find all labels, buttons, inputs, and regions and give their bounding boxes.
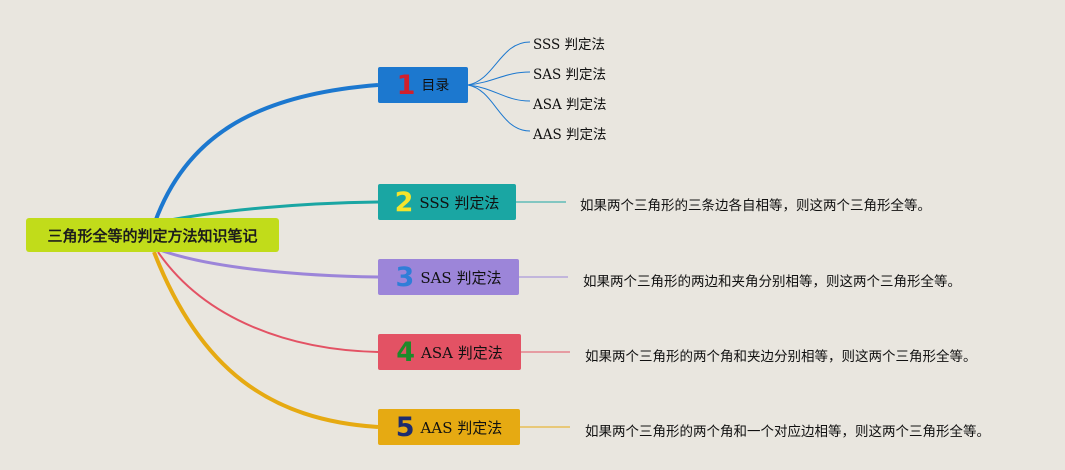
- number-4-badge: 4: [396, 336, 416, 368]
- branch-label: SSS 判定法: [419, 193, 500, 212]
- desc-asa[interactable]: 如果两个三角形的两个角和夹边分别相等，则这两个三角形全等。: [585, 349, 977, 365]
- branch-node-sss[interactable]: 2 SSS 判定法: [378, 184, 516, 220]
- root-title: 三角形全等的判定方法知识笔记: [47, 226, 258, 245]
- toc-item-aas[interactable]: AAS 判定法: [533, 127, 607, 143]
- branch-node-asa[interactable]: 4 ASA 判定法: [378, 334, 521, 370]
- toc-item-asa[interactable]: ASA 判定法: [533, 97, 607, 113]
- branch-node-aas[interactable]: 5 AAS 判定法: [378, 409, 520, 445]
- connector-branch-5: [152, 251, 379, 429]
- branch-label: AAS 判定法: [420, 418, 503, 437]
- connector-toc-4: [467, 84, 531, 132]
- branch-label: ASA 判定法: [421, 343, 503, 362]
- connector-toc-2: [467, 71, 531, 86]
- root-node[interactable]: 三角形全等的判定方法知识笔记: [26, 218, 279, 252]
- connector-branch-1: [153, 83, 379, 223]
- branch-node-toc[interactable]: 1 目录: [378, 67, 468, 103]
- connector-branch-3: [159, 248, 379, 279]
- desc-sss[interactable]: 如果两个三角形的三条边各自相等，则这两个三角形全等。: [580, 198, 931, 214]
- desc-sas[interactable]: 如果两个三角形的两边和夹角分别相等，则这两个三角形全等。: [583, 274, 961, 290]
- desc-aas[interactable]: 如果两个三角形的两个角和一个对应边相等，则这两个三角形全等。: [585, 424, 990, 440]
- toc-item-sas[interactable]: SAS 判定法: [533, 67, 607, 83]
- number-2-badge: 2: [394, 186, 414, 218]
- connector-toc-3: [467, 84, 531, 102]
- number-5-badge: 5: [395, 411, 415, 443]
- branch-node-sas[interactable]: 3 SAS 判定法: [378, 259, 519, 295]
- number-1-badge: 1: [396, 69, 416, 101]
- toc-item-sss[interactable]: SSS 判定法: [533, 37, 606, 53]
- connector-branch-4: [157, 251, 379, 353]
- branch-label: SAS 判定法: [420, 268, 502, 287]
- connector-toc-1: [467, 41, 531, 86]
- branch-label: 目录: [421, 78, 450, 94]
- connector-branch-2: [159, 200, 379, 224]
- number-3-badge: 3: [395, 261, 415, 293]
